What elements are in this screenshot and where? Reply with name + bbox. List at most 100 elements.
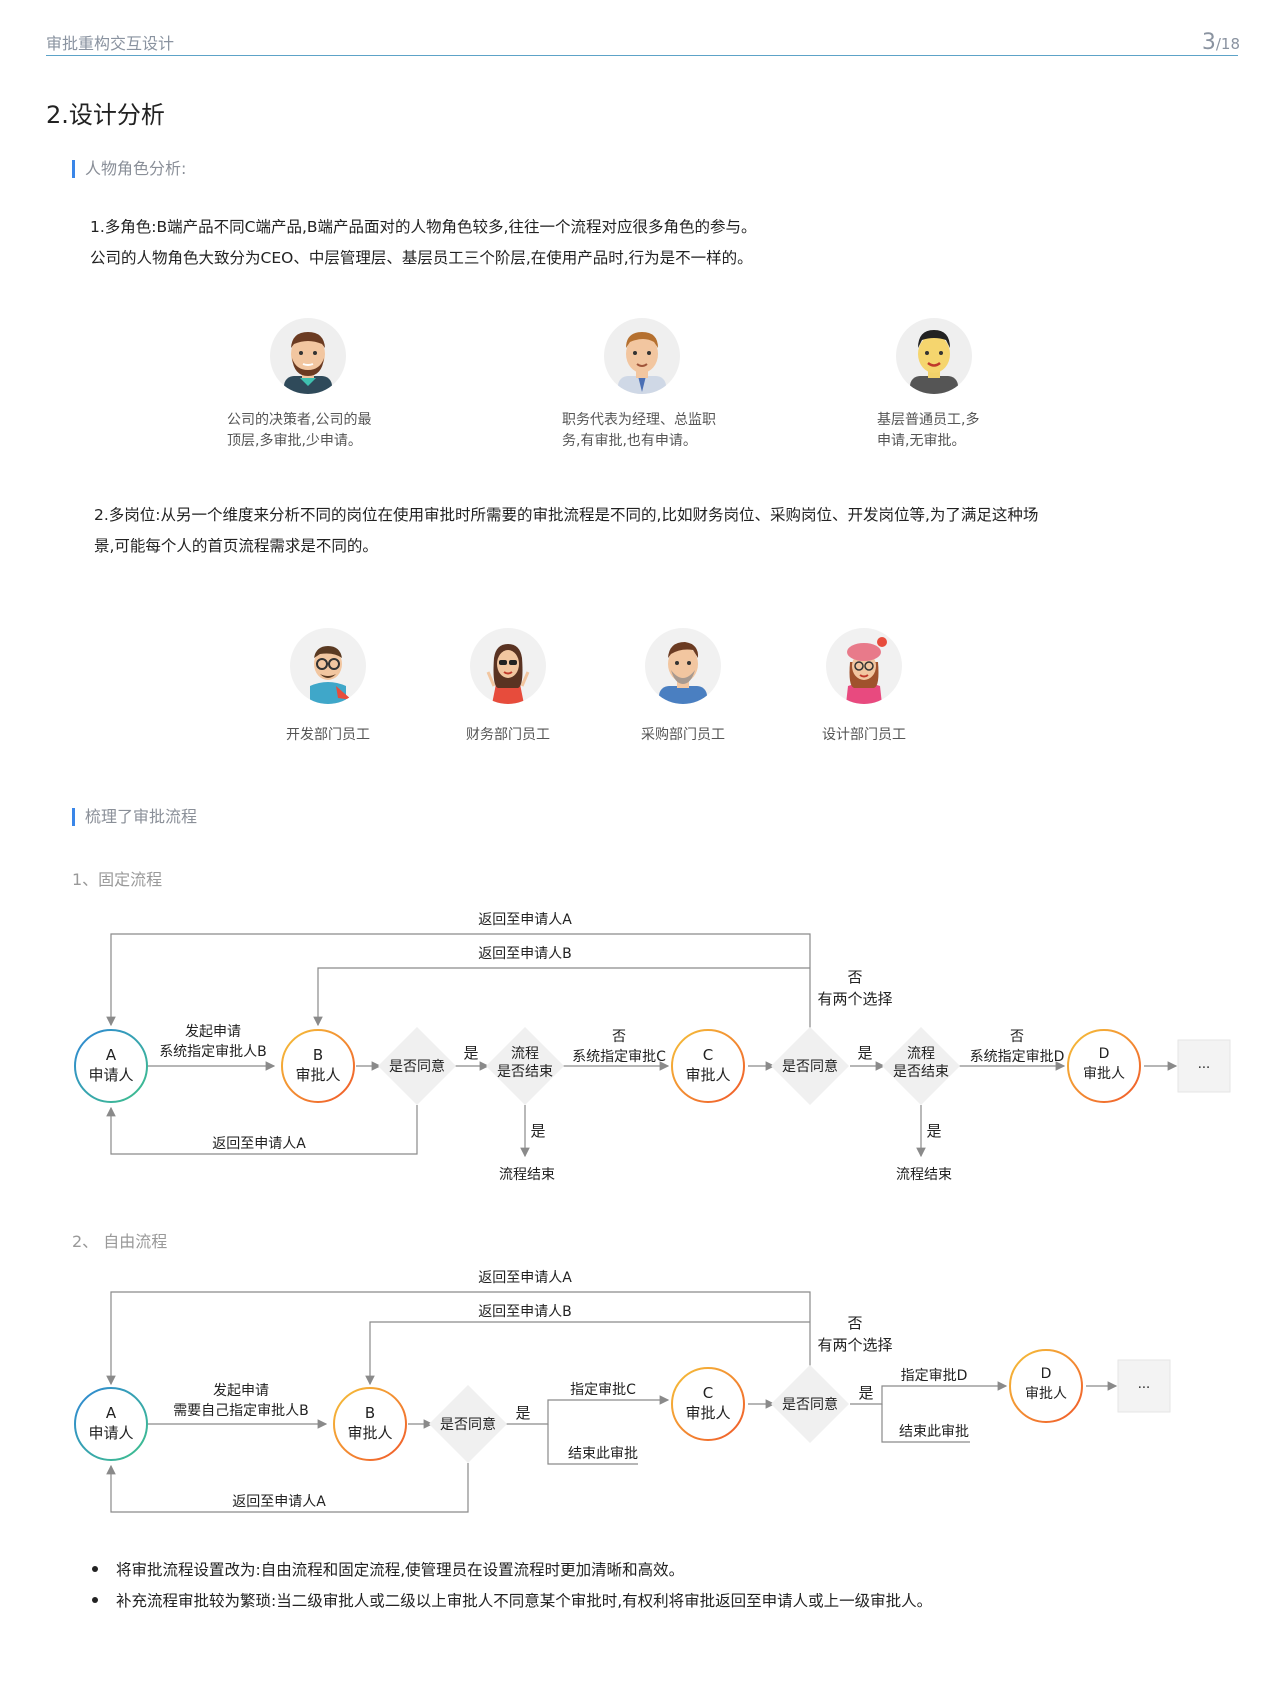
fixed-bottom-return-a [106, 1105, 418, 1155]
free-agree-diamond [429, 1385, 507, 1463]
dept-purchasing: 采购部门员工 [641, 727, 725, 743]
designer-avatar [826, 628, 902, 704]
free-end-branch-2 [881, 1404, 970, 1443]
bullet-text-1: 将审批流程设置改为:自由流程和固定流程,使管理员在设置流程时更加清晰和高效。 [116, 1561, 685, 1579]
process-heading: 梳理了审批流程 [72, 808, 197, 826]
employee-caption-line2: 申请,无审批。 [877, 433, 966, 449]
fixed-label-return-b: 返回至申请人B [478, 946, 572, 962]
fixed-check2-end: 是否结束 [893, 1064, 949, 1080]
purchasing-icon [659, 642, 707, 704]
employee-caption: 基层普通员工,多 申请,无审批。 [877, 410, 979, 452]
fixed-agree-diamond [378, 1027, 456, 1105]
free-label-assign-d: 指定审批D [901, 1368, 968, 1384]
bullet-text-2: 补充流程审批较为繁琐:当二级审批人或二级以上审批人不同意某个审批时,有权利将审批… [116, 1592, 933, 1610]
free-label-yes-2: 是 [858, 1384, 873, 1402]
fixed-return-a-line [106, 933, 811, 1030]
free-node-c-letter: C [703, 1384, 713, 1402]
fixed-label-bottom-return-a: 返回至申请人A [212, 1136, 306, 1152]
roles-para2-line2: 景,可能每个人的首页流程需求是不同的。 [94, 537, 378, 555]
page-current: 3 [1201, 30, 1216, 55]
free-node-d-letter: D [1041, 1366, 1052, 1382]
finance-avatar [470, 628, 546, 704]
fixed-agree2-text: 是否同意 [782, 1058, 838, 1075]
ceo-face-icon [284, 332, 332, 394]
free-return-a-line [106, 1291, 811, 1386]
free-node-a-letter: A [106, 1404, 117, 1422]
fixed-check2-flow: 流程 [907, 1046, 935, 1062]
free-flow-labels: 返回至申请人A 返回至申请人B 否 有两个选择 发起申请 需要自己指定审批人B … [88, 1270, 1150, 1510]
fixed-more-text: ... [1198, 1057, 1210, 1072]
purchasing-avatar [645, 628, 721, 704]
free-node-c [671, 1367, 745, 1441]
free-return-b-line [365, 1321, 810, 1386]
header-divider [46, 55, 1238, 56]
employee-face-icon [910, 330, 958, 394]
fixed-check-end: 是否结束 [497, 1064, 553, 1080]
free-label-bottom-return-a: 返回至申请人A [232, 1494, 326, 1510]
free-label-return-b: 返回至申请人B [478, 1304, 572, 1320]
document-title: 审批重构交互设计 [46, 34, 175, 53]
bullet-dot-icon [92, 1596, 98, 1603]
free-label-assign-c: 指定审批C [570, 1382, 636, 1398]
fixed-node-a [74, 1029, 148, 1103]
fixed-label-start: 发起申请 [185, 1024, 241, 1040]
fixed-node-c-text: 审批人 [685, 1066, 730, 1084]
bullet-item-2: 补充流程审批较为繁琐:当二级审批人或二级以上审批人不同意某个审批时,有权利将审批… [92, 1586, 932, 1617]
fixed-label-no-d: 否 [1010, 1029, 1024, 1045]
fixed-agree2-diamond [771, 1027, 849, 1105]
manager-face-icon [618, 332, 666, 394]
fixed-node-b-letter: B [313, 1046, 323, 1064]
page-total: /18 [1215, 35, 1240, 53]
fixed-label-assign-c: 系统指定审批C [572, 1049, 666, 1065]
section-title: 2.设计分析 [46, 101, 165, 129]
bullet-item-1: 将审批流程设置改为:自由流程和固定流程,使管理员在设置流程时更加清晰和高效。 [92, 1555, 932, 1586]
fixed-label-yes-down-1: 是 [530, 1122, 545, 1140]
manager-caption-line1: 职务代表为经理、总监职 [562, 412, 716, 428]
free-label-yes-1: 是 [515, 1404, 530, 1422]
free-flow-title: 2、 自由流程 [72, 1232, 168, 1251]
bullet-dot-icon [92, 1565, 98, 1572]
free-node-a-text: 申请人 [88, 1424, 133, 1442]
roles-para1-line2: 公司的人物角色大致分为CEO、中层管理层、基层员工三个阶层,在使用产品时,行为是… [90, 249, 753, 267]
free-node-c-text: 审批人 [685, 1404, 730, 1422]
fixed-agree-text: 是否同意 [389, 1058, 445, 1075]
fixed-label-yes-2: 是 [857, 1044, 872, 1062]
fixed-check-diamond [486, 1027, 564, 1105]
fixed-label-assign-b: 系统指定审批人B [159, 1044, 267, 1060]
free-end-branch-1 [547, 1424, 638, 1465]
free-node-a [74, 1387, 148, 1461]
developer-icon [310, 646, 352, 704]
free-agree-text: 是否同意 [440, 1416, 496, 1433]
summary-bullets: 将审批流程设置改为:自由流程和固定流程,使管理员在设置流程时更加清晰和高效。 补… [92, 1555, 932, 1617]
roles-paragraph-2: 2.多岗位:从另一个维度来分析不同的岗位在使用审批时所需要的审批流程是不同的,比… [94, 500, 1154, 562]
designer-icon [846, 637, 887, 704]
ceo-caption-line1: 公司的决策者,公司的最 [227, 412, 372, 428]
fixed-check-flow: 流程 [511, 1046, 539, 1062]
roles-para2-line1: 2.多岗位:从另一个维度来分析不同的岗位在使用审批时所需要的审批流程是不同的,比… [94, 506, 1039, 524]
ceo-caption-line2: 顶层,多审批,少申请。 [227, 433, 362, 449]
fixed-node-b [281, 1029, 355, 1103]
fixed-flow-labels: 返回至申请人A 返回至申请人B 否 有两个选择 发起申请 系统指定审批人B A … [88, 912, 1210, 1183]
fixed-node-d-text: 审批人 [1083, 1066, 1125, 1082]
dept-design: 设计部门员工 [822, 727, 906, 743]
fixed-label-assign-d: 系统指定审批D [970, 1049, 1065, 1065]
roles-paragraph-1: 1.多角色:B端产品不同C端产品,B端产品面对的人物角色较多,往往一个流程对应很… [90, 212, 1150, 274]
free-label-assign-b: 需要自己指定审批人B [173, 1403, 309, 1419]
roles-para1-line1: 1.多角色:B端产品不同C端产品,B端产品面对的人物角色较多,往往一个流程对应很… [90, 218, 757, 236]
manager-avatar [604, 318, 680, 394]
free-agree2-to-d [850, 1381, 1008, 1405]
ceo-caption: 公司的决策者,公司的最 顶层,多审批,少申请。 [227, 410, 371, 452]
free-flow-nodes [74, 1349, 1171, 1463]
fixed-label-return-a: 返回至申请人A [478, 912, 572, 928]
free-label-return-a: 返回至申请人A [478, 1270, 572, 1286]
fixed-node-d-letter: D [1099, 1046, 1110, 1062]
fixed-node-b-text: 审批人 [295, 1066, 340, 1084]
fixed-node-a-letter: A [106, 1046, 117, 1064]
fixed-node-c [671, 1029, 745, 1103]
free-label-end-this-1: 结束此审批 [568, 1446, 638, 1462]
free-agree2-text: 是否同意 [782, 1396, 838, 1413]
developer-avatar [290, 628, 366, 704]
free-agree2-diamond [771, 1365, 849, 1443]
fixed-node-d [1067, 1029, 1141, 1103]
